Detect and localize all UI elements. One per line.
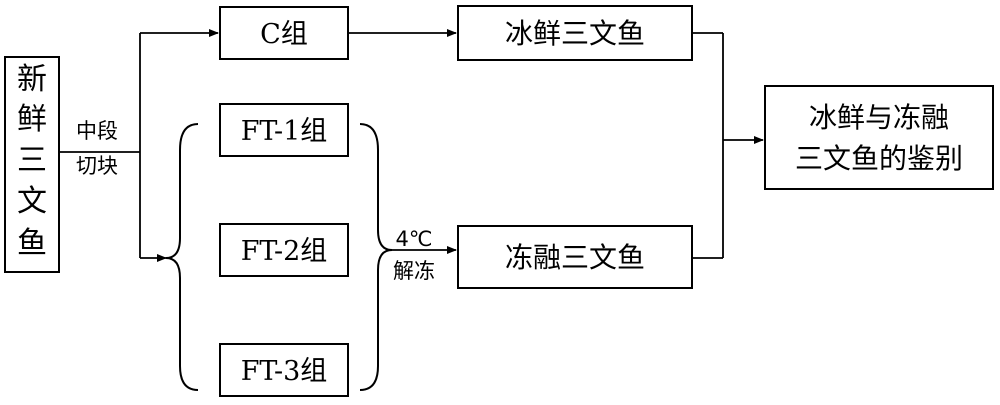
fresh-salmon-box: 冰鲜三文鱼 xyxy=(457,5,693,61)
source-char-3: 三 xyxy=(17,143,47,178)
thawed-salmon-box: 冻融三文鱼 xyxy=(457,225,693,289)
group-ft1-label: FT-1组 xyxy=(241,116,328,147)
source-connectors xyxy=(59,29,219,262)
group-c-label: C组 xyxy=(260,19,308,50)
thaw-label-line2: 解冻 xyxy=(393,259,435,283)
group-ft2-label: FT-2组 xyxy=(241,236,328,267)
result-box: 冰鲜与冻融 三文鱼的鉴别 xyxy=(764,85,994,190)
thaw-label-line1: 4℃ xyxy=(396,227,433,251)
result-label-line1: 冰鲜与冻融 xyxy=(809,101,949,134)
result-label-line2: 三文鱼的鉴别 xyxy=(795,142,963,175)
source-char-5: 鱼 xyxy=(17,226,47,261)
group-ft3-box: FT-3组 xyxy=(219,343,349,397)
right-brace xyxy=(359,123,393,391)
source-char-2: 鲜 xyxy=(17,102,47,137)
merge-connectors xyxy=(692,32,764,259)
source-char-1: 新 xyxy=(17,62,47,97)
group-ft2-box: FT-2组 xyxy=(219,223,349,277)
group-ft3-label: FT-3组 xyxy=(241,356,328,387)
cut-step-label-line2: 切块 xyxy=(76,154,118,178)
source-char-4: 文 xyxy=(17,184,47,219)
source-box: 新 鲜 三 文 鱼 xyxy=(4,56,60,273)
group-ft1-box: FT-1组 xyxy=(219,103,349,157)
product-arrows xyxy=(348,29,457,254)
group-c-box: C组 xyxy=(219,6,349,60)
fresh-salmon-label: 冰鲜三文鱼 xyxy=(505,17,645,50)
left-brace xyxy=(165,123,199,391)
thawed-salmon-label: 冻融三文鱼 xyxy=(505,241,645,274)
cut-step-label-line1: 中段 xyxy=(76,119,118,143)
